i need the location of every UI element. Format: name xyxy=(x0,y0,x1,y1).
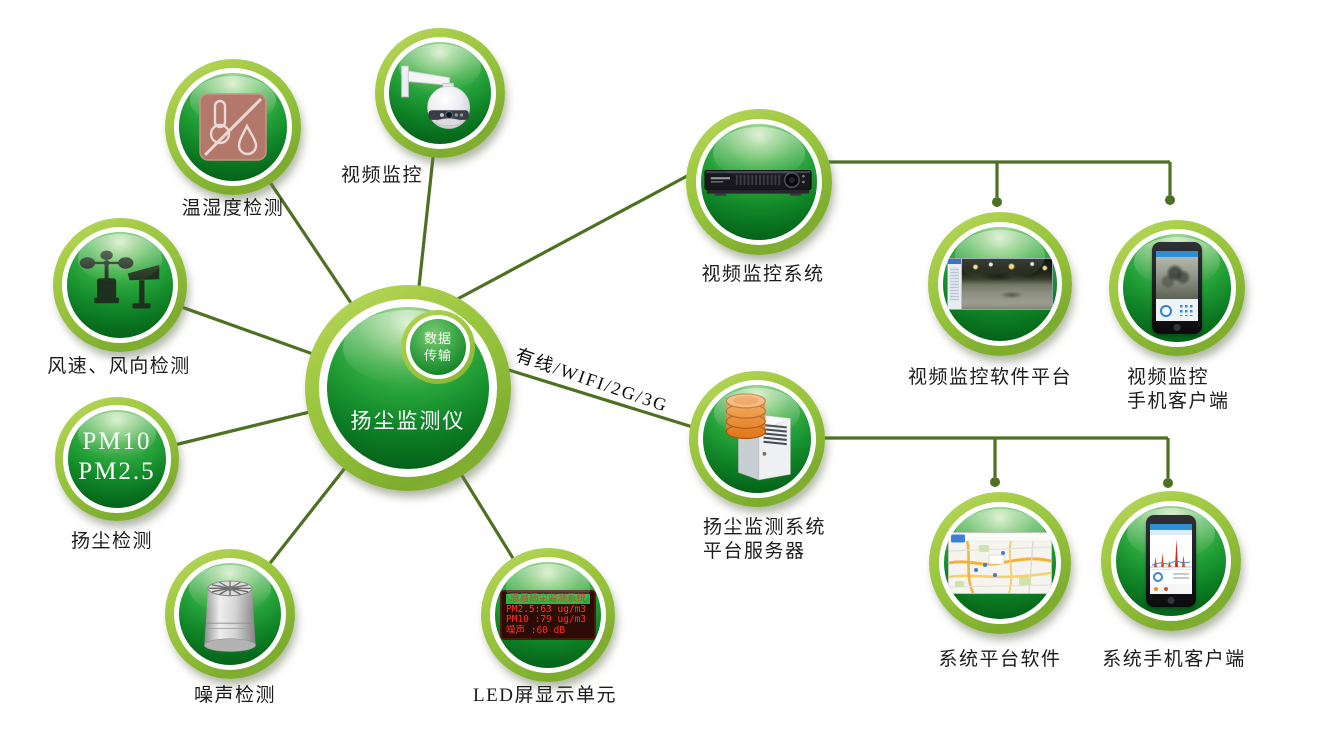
junction-dot xyxy=(992,197,1002,207)
microphone-icon xyxy=(204,580,256,652)
label-temp-humidity: 温湿度检测 xyxy=(181,198,285,219)
node-video-camera xyxy=(375,28,505,158)
node-sphere xyxy=(701,124,817,240)
label-platform-software: 系统平台软件 xyxy=(938,649,1062,670)
node-noise xyxy=(165,549,295,679)
node-led-display: 恩易扬尘监测系统 PM2.5:63 ug/m3 PM10 :79 ug/m3 噪… xyxy=(481,548,615,682)
screenshot-sidebar xyxy=(948,259,962,309)
node-sphere xyxy=(388,41,492,145)
phone-chart xyxy=(1150,535,1192,569)
node-platform-server xyxy=(689,371,825,507)
led-line: 恩易扬尘监测系统 xyxy=(506,593,590,605)
led-line: PM10 :79 ug/m3 xyxy=(506,614,587,626)
label-noise: 噪声检测 xyxy=(193,685,276,706)
dvr-icon xyxy=(704,170,812,196)
node-video-mobile xyxy=(1109,220,1245,356)
server-database-icon xyxy=(725,393,792,481)
label-led: LED屏显示单元 xyxy=(473,685,617,706)
phone-icons-row xyxy=(1150,584,1192,594)
pm-values: PM10 PM2.5 xyxy=(78,428,156,485)
phone-home-button xyxy=(1173,324,1181,331)
node-sphere xyxy=(1115,505,1227,617)
map-screenshot-icon xyxy=(948,532,1052,594)
video-software-screenshot-icon xyxy=(947,258,1053,310)
node-sphere xyxy=(1123,234,1231,342)
node-temp-humidity xyxy=(165,59,301,195)
junction-dot xyxy=(1165,195,1175,205)
node-sphere xyxy=(943,227,1057,341)
center-node-label: 扬尘监测仪 xyxy=(350,409,466,433)
phone-titlebar xyxy=(1156,251,1198,257)
junction-dot xyxy=(990,477,1000,487)
node-sphere xyxy=(703,385,811,493)
phone-screen xyxy=(1150,524,1192,594)
badge-sphere: 数据 传输 xyxy=(410,319,466,375)
label-video-camera: 视频监控 xyxy=(340,165,423,186)
phone-titlebar xyxy=(1150,524,1192,530)
node-video-software xyxy=(928,212,1072,356)
phone-subbar xyxy=(1150,530,1192,535)
node-dust-pm: PM10 PM2.5 xyxy=(55,397,179,521)
system-mobile-phone-icon xyxy=(1146,515,1196,607)
node-sphere xyxy=(178,562,282,666)
phone-gauge-row xyxy=(1150,569,1192,584)
label-platform-server: 扬尘监测系统 平台服务器 xyxy=(703,517,827,562)
label-video-system: 视频监控系统 xyxy=(701,264,825,285)
phone-screen xyxy=(1156,251,1198,321)
phone-home-button xyxy=(1167,597,1175,604)
node-wind xyxy=(53,218,187,352)
label-dust: 扬尘检测 xyxy=(70,531,153,552)
label-video-mobile: 视频监控 手机客户端 xyxy=(1127,367,1230,412)
node-sphere: 恩易扬尘监测系统 PM2.5:63 ug/m3 PM10 :79 ug/m3 噪… xyxy=(495,562,601,668)
data-transmission-badge: 数据 传输 xyxy=(401,310,475,384)
node-platform-software xyxy=(929,492,1071,634)
node-sphere xyxy=(179,73,287,181)
node-sphere xyxy=(67,232,173,338)
label-video-software: 视频监控软件平台 xyxy=(907,367,1072,388)
node-system-mobile xyxy=(1101,491,1241,631)
node-dust-monitor-center: 扬尘监测仪 数据 传输 xyxy=(305,285,511,491)
node-sphere xyxy=(944,507,1056,619)
led-line: 噪声 :60 dB xyxy=(506,624,566,636)
map-roads xyxy=(948,532,1052,594)
wire-center-dvr xyxy=(449,166,703,305)
label-wind: 风速、风向检测 xyxy=(47,356,191,377)
screenshot-video xyxy=(962,259,1052,309)
video-mobile-phone-icon xyxy=(1152,242,1202,334)
label-system-mobile: 系统手机客户端 xyxy=(1102,649,1246,670)
junction-dot xyxy=(1163,478,1173,488)
badge-label: 数据 传输 xyxy=(423,331,452,363)
ptz-camera-icon xyxy=(401,65,471,129)
node-sphere: PM10 PM2.5 xyxy=(68,410,166,508)
phone-controls xyxy=(1156,299,1198,321)
temp-humidity-icon xyxy=(199,93,267,161)
node-video-system xyxy=(686,109,832,255)
led-screen-icon: 恩易扬尘监测系统 PM2.5:63 ug/m3 PM10 :79 ug/m3 噪… xyxy=(500,590,596,640)
anemometer-icon xyxy=(79,250,160,309)
phone-video-view xyxy=(1156,257,1198,299)
